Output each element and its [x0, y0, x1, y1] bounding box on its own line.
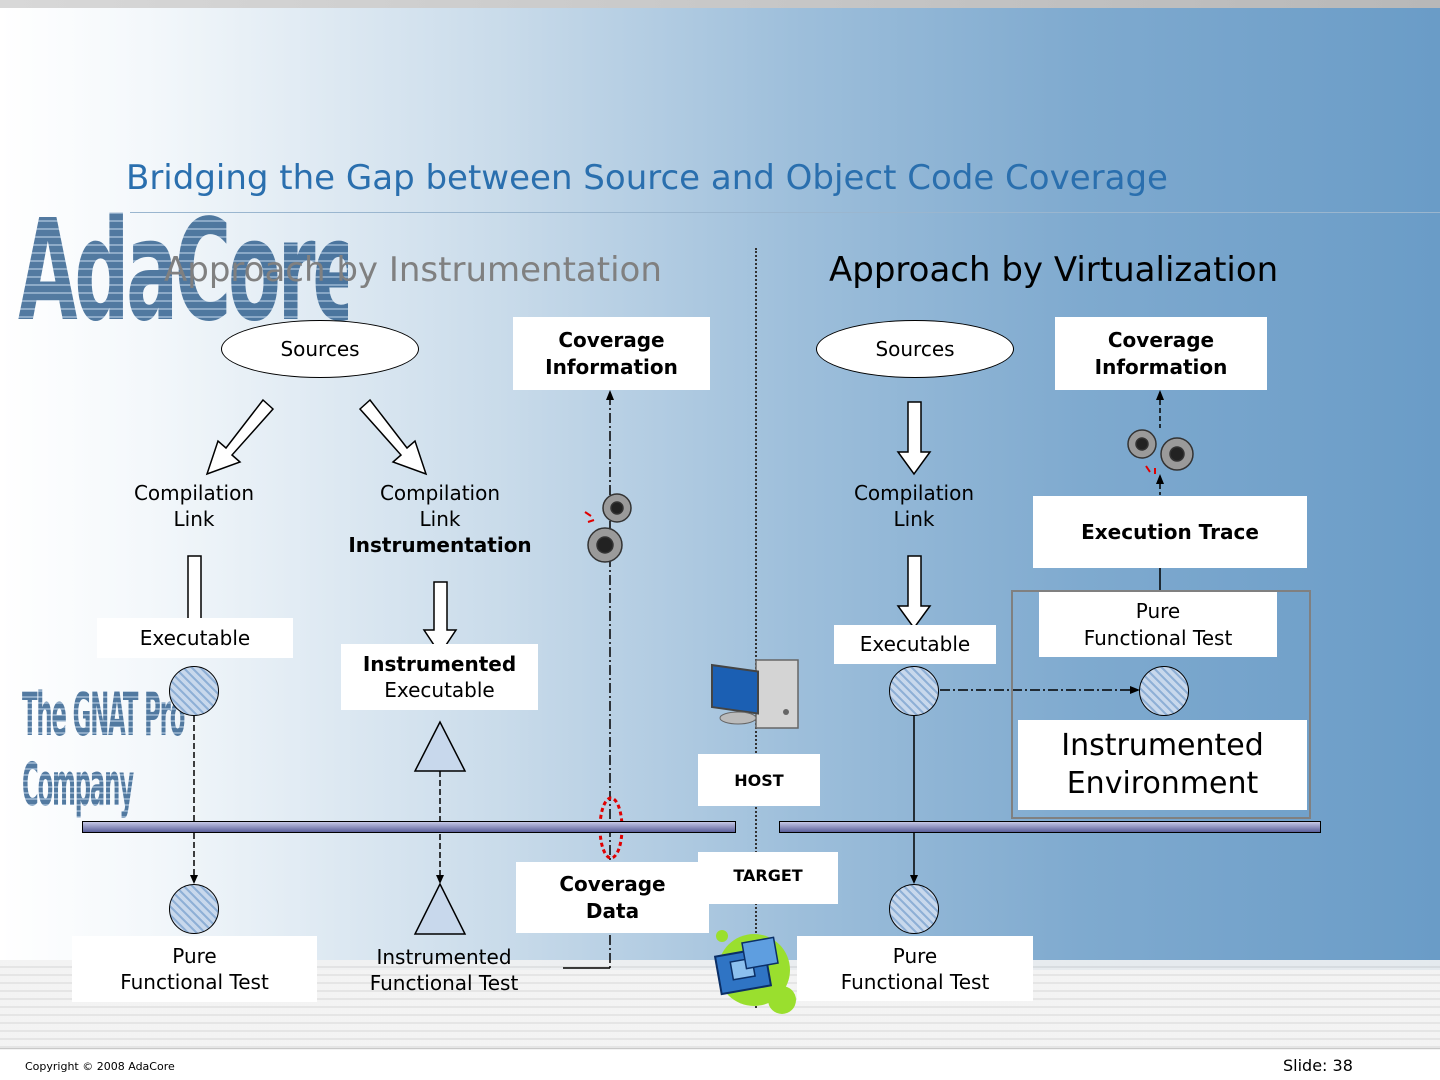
instr-sources-node: Sources [221, 320, 419, 378]
arrow-virt-sources-to-compile [896, 401, 932, 476]
virt-sources-node: Sources [816, 320, 1014, 378]
virt-coverage-info-box: Coverage Information [1055, 317, 1267, 390]
target-label-box: TARGET [698, 852, 838, 904]
gears-icon-right [1127, 429, 1194, 474]
virt-instrumented-env-line1: Instrumented [1061, 728, 1264, 763]
instr-compile-right-line1: Compilation [379, 481, 501, 505]
host-target-bus-right [779, 821, 1321, 833]
instr-coverage-info-box: Coverage Information [513, 317, 710, 390]
instr-compile-right-line2: Link [419, 507, 461, 531]
instr-instrumented-exec-line2: Executable [384, 678, 495, 702]
arrow-compile-to-instr-executable [422, 581, 458, 656]
virt-test-node [889, 884, 939, 934]
arrow-sources-to-compile-right [358, 398, 428, 476]
instr-instrumented-test: Instrumented Functional Test [350, 944, 538, 996]
logo-tagline: The GNAT Pro Company [22, 680, 288, 820]
instr-executable-box: Executable [97, 618, 293, 658]
instr-coverage-info-line1: Coverage [558, 327, 665, 352]
virt-instrumented-env-box: Instrumented Environment [1018, 720, 1307, 810]
footer-rule [0, 1048, 1440, 1049]
virt-pure-test-box: Pure Functional Test [797, 936, 1033, 1001]
instr-test-node [169, 884, 219, 934]
virt-pure-test-line2: Functional Test [840, 969, 990, 994]
virt-instrumented-env-line2: Environment [1066, 766, 1259, 801]
instr-sources-label: Sources [280, 337, 360, 361]
virt-executable-box: Executable [834, 625, 996, 664]
virt-executable-label: Executable [859, 632, 971, 656]
instr-compile-left-line1: Compilation [133, 481, 255, 505]
instr-instrumented-exec-line1: Instrumented [362, 652, 517, 676]
instr-pure-test-line2: Functional Test [120, 970, 269, 994]
instr-compile-left-line2: Link [173, 507, 215, 531]
instrumented-environment-frame [1011, 590, 1311, 819]
instr-instrumented-test-line2: Functional Test [369, 971, 519, 995]
instr-coverage-data-line2: Data [585, 898, 640, 923]
host-label: HOST [734, 770, 784, 790]
virt-compile: Compilation Link [838, 480, 990, 532]
instr-test-triangle [413, 882, 467, 935]
instr-pure-test-box: Pure Functional Test [72, 936, 317, 1002]
instr-coverage-info-line2: Information [545, 354, 678, 379]
instr-compile-right: Compilation Link Instrumentation [344, 480, 536, 558]
instrumentation-heading: Approach by Instrumentation [164, 250, 662, 290]
virt-env-pure-test-line1: Pure [1135, 598, 1181, 623]
target-chip-icon [713, 930, 796, 1014]
virt-compile-line1: Compilation [853, 481, 975, 505]
virtualization-heading: Approach by Virtualization [829, 250, 1279, 290]
instr-compile-right-line3: Instrumentation [348, 533, 532, 557]
virt-execution-trace-label: Execution Trace [1081, 519, 1259, 544]
instr-coverage-data-line1: Coverage [559, 871, 666, 896]
instr-coverage-data-box: Coverage Data [516, 862, 709, 933]
target-label: TARGET [733, 866, 803, 885]
title-rule [130, 212, 1440, 213]
instr-instrumented-test-line1: Instrumented [376, 945, 512, 969]
virt-env-pure-test-line2: Functional Test [1083, 625, 1233, 650]
instr-instrumented-exec-box: Instrumented Executable [341, 644, 538, 710]
virt-sources-label: Sources [875, 337, 955, 361]
virt-exec-node [889, 666, 939, 716]
instr-exec-triangle [413, 720, 467, 772]
arrow-virt-compile-to-executable [896, 555, 932, 630]
virt-env-pure-test-box: Pure Functional Test [1039, 592, 1277, 657]
host-label-box: HOST [698, 754, 820, 806]
instr-exec-node [169, 666, 219, 716]
virt-pure-test-line1: Pure [892, 943, 938, 968]
slide-number: Slide: 38 [1283, 1056, 1353, 1075]
instr-compile-left: Compilation Link [118, 480, 270, 532]
host-computer-icon [711, 659, 799, 729]
virt-env-test-node [1139, 666, 1189, 716]
instr-pure-test-line1: Pure [172, 944, 217, 968]
section-divider [755, 248, 757, 1008]
instr-executable-label: Executable [139, 625, 251, 650]
arrow-sources-to-compile-left [205, 398, 275, 476]
gears-icon-left [584, 493, 632, 563]
top-strip [0, 0, 1440, 8]
page-title: Bridging the Gap between Source and Obje… [126, 158, 1168, 198]
virt-execution-trace-box: Execution Trace [1033, 496, 1307, 568]
host-target-bus-left [82, 821, 736, 833]
virt-compile-line2: Link [893, 507, 935, 531]
virt-coverage-info-line2: Information [1094, 354, 1228, 379]
virt-coverage-info-line1: Coverage [1107, 327, 1215, 352]
footer-copyright: Copyright © 2008 AdaCore [25, 1060, 175, 1073]
